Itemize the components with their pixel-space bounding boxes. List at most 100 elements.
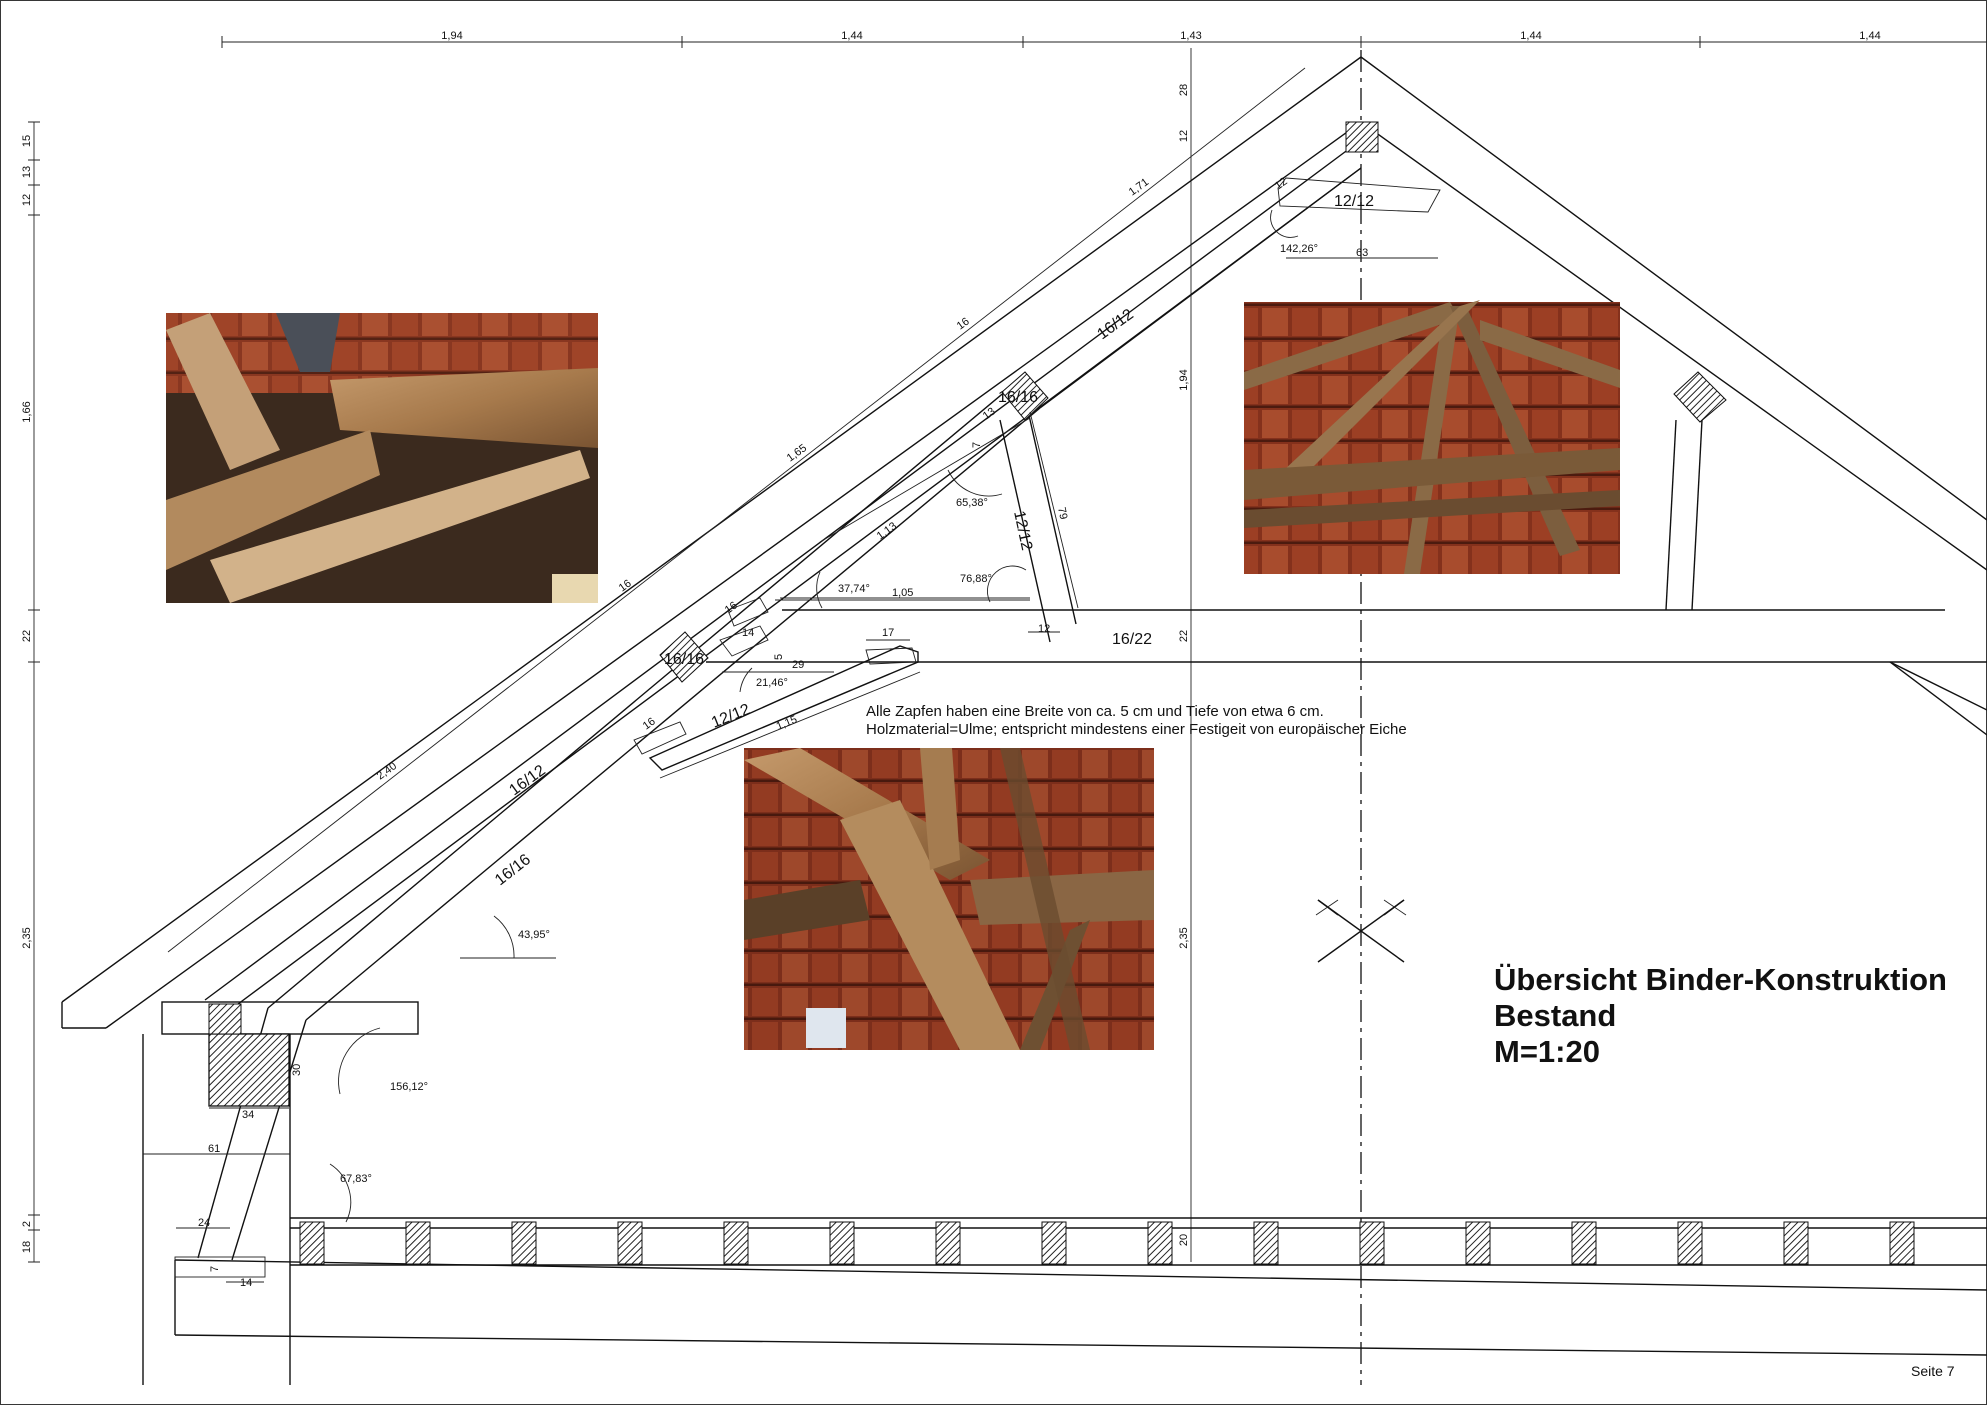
label-12-12-lower: 12/12 bbox=[709, 701, 753, 732]
left-dim-22: 22 bbox=[21, 630, 33, 642]
floor-joist bbox=[1677, 1221, 1703, 1265]
len-17: 17 bbox=[882, 627, 894, 639]
floor-joist bbox=[935, 1221, 961, 1265]
len-115: 1,15 bbox=[775, 714, 799, 733]
floor-joist bbox=[829, 1221, 855, 1265]
mid-dim-12: 12 bbox=[1178, 130, 1190, 142]
len-171: 1,71 bbox=[1127, 176, 1151, 198]
top-dim-2: 1,44 bbox=[841, 30, 862, 42]
angle-14226: 142,26° bbox=[1280, 243, 1318, 255]
left-dim-2: 2 bbox=[21, 1221, 33, 1227]
floor-joist bbox=[1147, 1221, 1173, 1265]
top-dim-4: 1,44 bbox=[1520, 30, 1541, 42]
len-34: 34 bbox=[242, 1109, 254, 1121]
cross-symbol bbox=[1315, 899, 1407, 963]
top-dim-5: 1,44 bbox=[1859, 30, 1880, 42]
angle-3774: 37,74° bbox=[838, 583, 870, 595]
left-dim-13: 13 bbox=[21, 166, 33, 178]
label-16-12-upper: 16/12 bbox=[1094, 306, 1136, 343]
eave-support bbox=[142, 1001, 419, 1385]
angle-labels: 142,26° 65,38° 76,88° 37,74° 21,46° 43,9… bbox=[340, 243, 1318, 1185]
note-material: Holzmaterial=Ulme; entspricht mindestens… bbox=[866, 721, 1407, 738]
title-line-1: Übersicht Binder-Konstruktion bbox=[1494, 962, 1947, 997]
struts bbox=[197, 139, 1987, 1261]
len-12b: 12 bbox=[1038, 623, 1050, 635]
len-113: 1,13 bbox=[875, 520, 899, 542]
len-14b: 14 bbox=[742, 627, 754, 639]
floor-joist bbox=[723, 1221, 749, 1265]
angle-4395: 43,95° bbox=[518, 929, 550, 941]
floor-joist bbox=[1571, 1221, 1597, 1265]
angle-arcs bbox=[329, 209, 1299, 1223]
len-16b: 16 bbox=[617, 578, 634, 595]
len-63: 63 bbox=[1356, 247, 1368, 259]
title-line-3: M=1:20 bbox=[1494, 1034, 1600, 1069]
len-240: 2,40 bbox=[375, 760, 399, 782]
len-14: 14 bbox=[240, 1277, 252, 1289]
left-dim-12: 12 bbox=[21, 194, 33, 206]
left-dim-235: 2,35 bbox=[21, 927, 33, 948]
photo-collar-joint bbox=[744, 748, 1154, 1050]
mid-dim-194: 1,94 bbox=[1178, 369, 1190, 390]
len-7: 7 bbox=[209, 1266, 221, 1272]
len-105: 1,05 bbox=[892, 587, 913, 599]
angle-2146: 21,46° bbox=[756, 677, 788, 689]
len-30: 30 bbox=[291, 1064, 303, 1076]
top-dimension-line: 1,94 1,44 1,43 1,44 1,44 bbox=[221, 30, 1987, 48]
len-7b: 7 bbox=[971, 442, 983, 448]
page-number: Seite 7 bbox=[1911, 1363, 1955, 1379]
len-16a: 16 bbox=[955, 316, 972, 333]
floor-joist bbox=[405, 1221, 431, 1265]
label-12-12-strut: 12/12 bbox=[1010, 509, 1035, 552]
mid-dim-22: 22 bbox=[1178, 630, 1190, 642]
len-79: 79 bbox=[1055, 506, 1069, 520]
label-12-12-top: 12/12 bbox=[1334, 193, 1374, 210]
photo-roof-truss bbox=[1244, 300, 1620, 574]
rafters bbox=[61, 56, 1987, 1029]
top-dim-3: 1,43 bbox=[1180, 30, 1201, 42]
hatched-blocks bbox=[208, 121, 1727, 1035]
angle-6538: 65,38° bbox=[956, 497, 988, 509]
drawing-title: Übersicht Binder-Konstruktion Bestand M=… bbox=[1494, 962, 1947, 1069]
mid-dim-20: 20 bbox=[1178, 1234, 1190, 1246]
middle-dimension-line: 28 12 1,94 22 2,35 20 bbox=[1178, 48, 1192, 1262]
len-5: 5 bbox=[773, 654, 785, 660]
len-13: 13 bbox=[981, 406, 998, 423]
angle-7688: 76,88° bbox=[960, 573, 992, 585]
angle-15612: 156,12° bbox=[390, 1081, 428, 1093]
floor-joist bbox=[1465, 1221, 1491, 1265]
len-16d: 16 bbox=[641, 716, 658, 733]
floor-joist bbox=[299, 1221, 325, 1265]
len-24: 24 bbox=[198, 1217, 210, 1229]
left-dim-18: 18 bbox=[21, 1241, 33, 1253]
floor-joists bbox=[299, 1221, 1915, 1265]
mid-dim-28: 28 bbox=[1178, 84, 1190, 96]
len-16c: 16 bbox=[723, 600, 740, 617]
mid-dim-235: 2,35 bbox=[1178, 927, 1190, 948]
detail-dimensions bbox=[143, 257, 1438, 1283]
len-61: 61 bbox=[208, 1143, 220, 1155]
floor-joist bbox=[1889, 1221, 1915, 1265]
left-dim-166: 1,66 bbox=[21, 401, 33, 422]
floor-joist bbox=[1359, 1221, 1385, 1265]
angle-6783: 67,83° bbox=[340, 1173, 372, 1185]
tie-beam bbox=[706, 609, 1987, 663]
label-16-22: 16/22 bbox=[1112, 631, 1152, 648]
floor-joist bbox=[511, 1221, 537, 1265]
label-16-12-lower: 16/12 bbox=[506, 762, 548, 799]
left-dim-15: 15 bbox=[21, 135, 33, 147]
floor-joist bbox=[617, 1221, 643, 1265]
floor-structure bbox=[174, 1217, 1987, 1356]
floor-joist bbox=[1253, 1221, 1279, 1265]
top-dim-1: 1,94 bbox=[441, 30, 462, 42]
title-line-2: Bestand bbox=[1494, 998, 1616, 1033]
floor-joist bbox=[1783, 1221, 1809, 1265]
label-16-16-left: 16/16 bbox=[664, 651, 704, 668]
label-16-16-upper: 16/16 bbox=[998, 389, 1038, 406]
length-labels: 1,71 16 1,65 16 2,40 1,13 1,05 79 1,15 6… bbox=[198, 176, 1368, 1289]
floor-joist bbox=[1041, 1221, 1067, 1265]
collar-strut bbox=[633, 177, 1441, 771]
photo-beam-joint bbox=[166, 313, 598, 603]
len-12a: 12 bbox=[1273, 176, 1290, 193]
